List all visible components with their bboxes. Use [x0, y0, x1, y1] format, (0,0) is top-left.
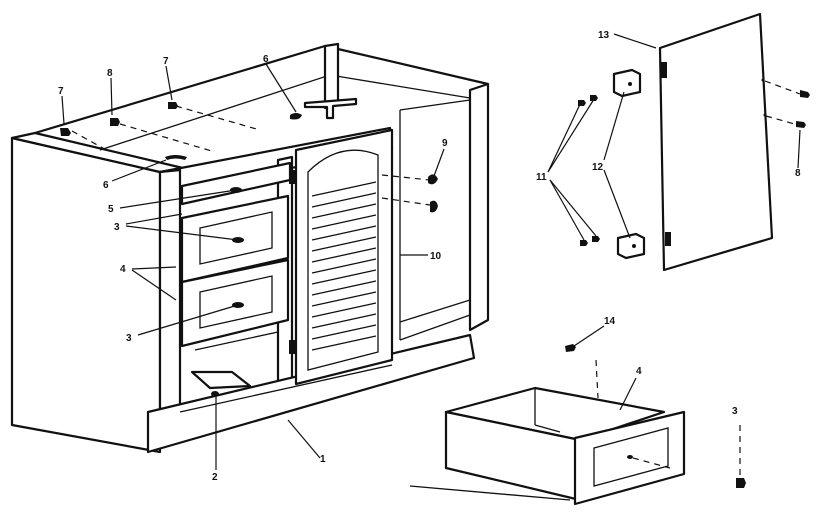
- door-13-screw-lower: [796, 121, 806, 128]
- cabinet-body: [10, 42, 490, 454]
- callout-14: 14: [604, 316, 616, 327]
- hinge-parts-12: [612, 68, 646, 260]
- callout-1: 1: [320, 454, 326, 465]
- loose-drawer: [409, 344, 746, 506]
- corner-brace-bracket: [303, 97, 358, 120]
- callout-13: 13: [598, 30, 610, 41]
- drawer-knob-hole: [627, 455, 633, 459]
- callout-7-center: 7: [163, 56, 169, 67]
- callout-8-door: 8: [795, 168, 801, 179]
- callout-labels: 1 2 3 3 3 4 4 5 6 6 7 7 8 8 9 10 11 12 1…: [58, 30, 801, 483]
- alignment-lines-cabinet: [71, 105, 431, 206]
- louvered-door: [294, 128, 394, 386]
- screw-7-left: [60, 128, 71, 136]
- clip-6-left: [165, 155, 187, 160]
- door-13-screw-upper: [800, 90, 810, 98]
- cabinet-shelf-edge: [399, 299, 471, 323]
- cabinet-right-bottom-rail: [399, 314, 471, 341]
- screw-14-line: [595, 359, 599, 399]
- callout-3-lower: 3: [126, 333, 132, 344]
- callout-11: 11: [536, 172, 547, 183]
- hinge-screws-11: [578, 95, 600, 246]
- callout-2: 2: [212, 472, 218, 483]
- callout-12: 12: [592, 162, 604, 173]
- door-13-hinge-upper: [661, 62, 667, 78]
- drawer-floor-line: [409, 485, 571, 501]
- screw-7-center: [168, 102, 178, 109]
- callout-3-loose: 3: [732, 406, 738, 417]
- callout-8-cabinet: 8: [107, 68, 113, 79]
- face-frame-left-stile: [158, 168, 182, 420]
- screw-11-d: [592, 236, 600, 242]
- cabinet-back-post: [323, 42, 340, 110]
- hinge-12-upper: [612, 68, 642, 98]
- door-13-hole-upper: [761, 78, 765, 82]
- clip-6-right: [290, 113, 302, 120]
- screw-2: [211, 391, 219, 397]
- cabinet-right-stile: [468, 82, 490, 332]
- loose-hardware: [60, 102, 438, 397]
- callout-7-left: 7: [58, 86, 64, 97]
- callout-4-cabinet: 4: [120, 264, 126, 275]
- callout-10: 10: [430, 251, 442, 262]
- door-panel-edge: [659, 47, 665, 271]
- door-hinge-upper: [289, 170, 295, 184]
- screw-14: [565, 344, 576, 352]
- louvered-door-arch-panel: [307, 149, 379, 371]
- door-catch-lower: [430, 200, 438, 213]
- screw-8-left: [110, 118, 120, 126]
- door-13-screw-line-lower: [765, 115, 799, 126]
- door-13-hole-lower: [763, 113, 767, 117]
- callout-6-top: 6: [263, 54, 269, 65]
- face-frame-bottom-rail: [179, 364, 393, 413]
- drawer-guide-cleat: [190, 370, 252, 390]
- screw-11-c: [580, 240, 588, 246]
- door-13-screw-line-upper: [764, 80, 801, 95]
- callout-4-drawer: 4: [636, 366, 642, 377]
- callout-9: 9: [442, 138, 448, 149]
- callout-5: 5: [108, 204, 114, 215]
- hinge-12-lower: [616, 232, 646, 260]
- callout-6-left: 6: [103, 180, 109, 191]
- door-13-hinge-lower: [665, 232, 671, 246]
- door-panel-13: [658, 12, 774, 272]
- cabinet-right-top-rail: [399, 99, 471, 111]
- cabinet-left-side-panel: [10, 136, 162, 454]
- cabinet-inner-floor-edge: [194, 331, 279, 351]
- leader-lines: [61, 33, 801, 470]
- replacement-door: [658, 12, 810, 272]
- drawer-box-front-panel: [593, 427, 669, 487]
- cabinet-top-inner-edge: [99, 74, 471, 151]
- door-catch-upper: [428, 174, 438, 185]
- louver-slats: [311, 181, 377, 351]
- callout-3-upper: 3: [114, 222, 120, 233]
- door-hinge-lower: [289, 340, 295, 354]
- drawer-front-upper-panel: [199, 211, 273, 265]
- knob-3-loose: [736, 478, 746, 488]
